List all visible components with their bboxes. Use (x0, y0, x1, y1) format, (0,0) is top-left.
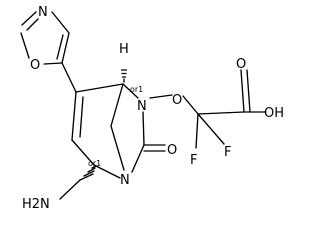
bond-o-c5 (43, 62, 63, 65)
atom-acid-o: O (236, 57, 246, 72)
bond-n6-c2 (122, 83, 139, 99)
side-chain (149, 69, 267, 149)
bicyclic-core (71, 83, 166, 179)
bond-c5-c4 (61, 32, 70, 64)
atom-oxazole-o: O (30, 58, 40, 73)
atom-acid-oh: OH (264, 106, 284, 121)
stereo-hash-h (120, 69, 128, 83)
bond-c2-o (20, 32, 30, 59)
bond-n1-c7 (131, 144, 145, 173)
bond-c2-n-double (26, 18, 39, 31)
atom-fluorine-2: F (224, 145, 231, 160)
bond-c5-c4-double (56, 34, 64, 60)
atom-ether-o: O (172, 93, 182, 108)
atom-ring-n-upper: N (137, 99, 147, 114)
bond-oxazole-link (61, 62, 77, 93)
bond-c2-c8 (110, 83, 124, 127)
bond-c3-c4-double (79, 96, 84, 138)
stereo-label-lower: or1 (88, 159, 101, 168)
molecule-structure-diagram: N O H N N O O O OH F F H2N or1 or1 (20, 5, 284, 210)
bond-cooh-o-double-2 (246, 69, 251, 113)
bond-c3-c4 (71, 91, 77, 141)
atom-bridge-h: H (119, 42, 129, 57)
atom-ring-n-lower: N (120, 173, 130, 188)
bond-cooh-o-double-1 (240, 69, 245, 113)
bond-cf2-f1 (195, 113, 199, 149)
stereo-label-upper: or1 (130, 85, 143, 94)
bond-ch2-n (59, 179, 81, 200)
bond-n-c2 (21, 11, 37, 26)
oxazole-ring (20, 11, 70, 65)
bond-cf2-f2 (197, 113, 225, 145)
bond-c4-c5 (71, 139, 95, 166)
atom-carbonyl-o: O (167, 143, 177, 158)
atom-oxazole-n: N (38, 5, 48, 20)
bond-c3-c2 (75, 83, 124, 93)
bond-c8-n1 (110, 125, 125, 171)
stereo-hash-aminomethyl (79, 165, 97, 181)
bond-cf2-cooh (197, 111, 245, 115)
bond-o-cf2 (182, 95, 199, 115)
bond-c7-n6 (142, 111, 145, 146)
bond-c5-n1 (93, 164, 121, 179)
atom-amine: H2N (22, 197, 50, 210)
bond-c4-n (51, 11, 70, 34)
atom-fluorine-1: F (190, 153, 197, 168)
bond-n6-o (149, 94, 173, 99)
